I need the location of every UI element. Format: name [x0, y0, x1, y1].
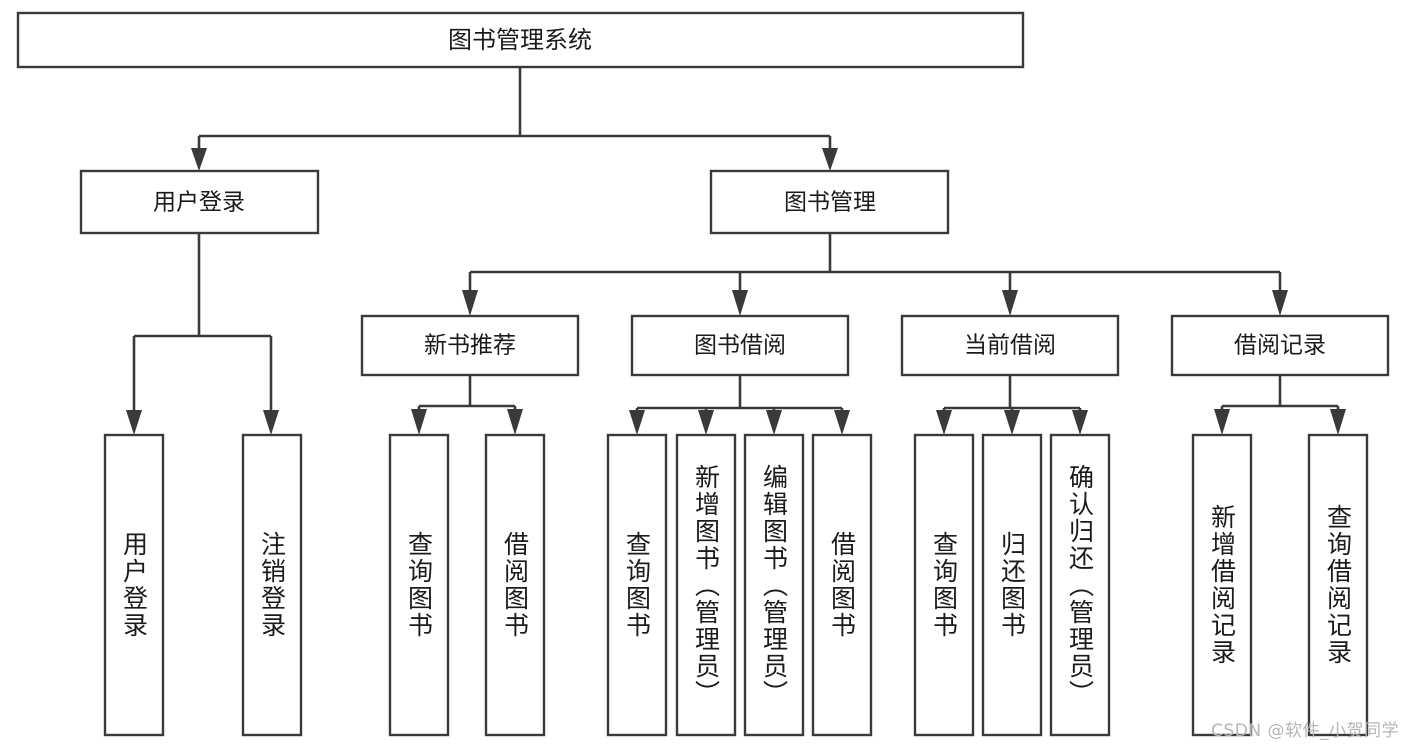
leaf-current-borrow-3[interactable]: 确认归还（管理员） — [1049, 433, 1111, 737]
leaf-book-borrow-2-label: 新增图书（管理员） — [691, 463, 721, 707]
arrow-head-leaf-bookborrow-3 — [766, 410, 782, 435]
connector-group-book-manage — [462, 233, 1288, 316]
leaf-user-login-1-label: 用户登录 — [119, 531, 149, 639]
leaf-new-book-1-box[interactable] — [388, 433, 450, 737]
leaf-borrow-record-1-label: 新增借阅记录 — [1207, 504, 1237, 666]
connector-group-user-login — [126, 233, 279, 435]
leaf-new-book-1-label: 查询图书 — [404, 531, 434, 639]
leaf-book-borrow-3[interactable]: 编辑图书（管理员） — [743, 433, 805, 737]
connector-group-current-borrow — [936, 375, 1088, 435]
leaf-book-borrow-4-box[interactable] — [811, 433, 873, 737]
node-root[interactable]: 图书管理系统 — [16, 11, 1025, 69]
csdn-watermark: CSDN @软件_小贺同学 — [1211, 721, 1399, 741]
leaf-book-borrow-2[interactable]: 新增图书（管理员） — [675, 433, 737, 737]
arrow-head-leaf-bookborrow-1 — [629, 410, 645, 435]
leaf-current-borrow-1-box[interactable] — [913, 433, 975, 737]
node-book-manage-label: 图书管理 — [784, 190, 876, 216]
node-current-borrow-box[interactable] — [900, 314, 1120, 377]
leaf-book-borrow-1-label: 查询图书 — [622, 531, 652, 639]
arrow-head-leaf-borrowrecord-2 — [1330, 409, 1346, 435]
arrow-head-leaf-newbook-1 — [411, 409, 427, 435]
leaf-book-borrow-3-box[interactable] — [743, 433, 805, 737]
leaf-book-borrow-1-box[interactable] — [606, 433, 668, 737]
leaf-book-borrow-1[interactable]: 查询图书 — [606, 433, 668, 737]
node-book-manage-box[interactable] — [709, 169, 950, 235]
node-book-borrow[interactable]: 图书借阅 — [630, 314, 850, 377]
leaf-user-login-2-label: 注销登录 — [257, 531, 287, 639]
node-book-manage[interactable]: 图书管理 — [709, 169, 950, 235]
arrow-head-book-manage — [822, 148, 838, 171]
arrow-head-new-book — [462, 290, 478, 316]
arrow-head-leaf-currentborrow-2 — [1004, 410, 1020, 435]
leaf-borrow-record-2-label: 查询借阅记录 — [1323, 504, 1353, 666]
arrow-head-leaf-bookborrow-2 — [698, 410, 714, 435]
leaf-borrow-record-1-box[interactable] — [1191, 433, 1253, 737]
leaf-new-book-2-box[interactable] — [484, 433, 546, 737]
connector-group-new-book — [411, 375, 523, 435]
arrow-head-leaf-bookborrow-4 — [834, 410, 850, 435]
leaf-current-borrow-3-box[interactable] — [1049, 433, 1111, 737]
connector-group-borrow-record — [1214, 375, 1346, 435]
leaf-user-login-1[interactable]: 用户登录 — [103, 433, 165, 737]
node-user-login[interactable]: 用户登录 — [79, 169, 320, 235]
arrow-head-book-borrow — [732, 290, 748, 316]
arrow-head-borrow-record — [1272, 290, 1288, 316]
leaf-current-borrow-2-box[interactable] — [981, 433, 1043, 737]
node-borrow-record-label: 借阅记录 — [1234, 333, 1326, 359]
arrow-head-user-login — [191, 148, 207, 171]
node-borrow-record[interactable]: 借阅记录 — [1170, 314, 1390, 377]
leaf-current-borrow-3-label: 确认归还（管理员） — [1065, 463, 1095, 707]
node-current-borrow-label: 当前借阅 — [964, 333, 1056, 359]
arrow-head-leaf-user-login-1 — [126, 410, 142, 435]
node-new-book-recommend-box[interactable] — [360, 314, 580, 377]
node-book-borrow-box[interactable] — [630, 314, 850, 377]
leaf-book-borrow-4[interactable]: 借阅图书 — [811, 433, 873, 737]
arrow-head-leaf-newbook-2 — [507, 409, 523, 435]
leaf-new-book-2[interactable]: 借阅图书 — [484, 433, 546, 737]
leaf-book-borrow-2-box[interactable] — [675, 433, 737, 737]
node-borrow-record-box[interactable] — [1170, 314, 1390, 377]
node-current-borrow[interactable]: 当前借阅 — [900, 314, 1120, 377]
leaf-book-borrow-3-label: 编辑图书（管理员） — [759, 463, 789, 707]
node-new-book-recommend-label: 新书推荐 — [424, 333, 516, 359]
connector-group-book-borrow — [629, 375, 850, 435]
leaf-user-login-2-box[interactable] — [241, 433, 303, 737]
leaf-borrow-record-2[interactable]: 查询借阅记录 — [1307, 433, 1369, 737]
leaf-current-borrow-2[interactable]: 归还图书 — [981, 433, 1043, 737]
arrow-head-leaf-currentborrow-3 — [1072, 410, 1088, 435]
connector-group-root — [191, 67, 838, 171]
leaf-new-book-1[interactable]: 查询图书 — [388, 433, 450, 737]
leaf-current-borrow-2-label: 归还图书 — [997, 531, 1027, 639]
arrow-head-current-borrow — [1002, 290, 1018, 316]
leaf-new-book-2-label: 借阅图书 — [500, 531, 530, 639]
leaf-current-borrow-1-label: 查询图书 — [929, 531, 959, 639]
node-user-login-box[interactable] — [79, 169, 320, 235]
node-new-book-recommend[interactable]: 新书推荐 — [360, 314, 580, 377]
leaf-current-borrow-1[interactable]: 查询图书 — [913, 433, 975, 737]
arrow-head-leaf-currentborrow-1 — [936, 410, 952, 435]
leaf-borrow-record-1[interactable]: 新增借阅记录 — [1191, 433, 1253, 737]
node-book-borrow-label: 图书借阅 — [694, 333, 786, 359]
node-root-box[interactable] — [16, 11, 1025, 69]
node-root-label: 图书管理系统 — [448, 26, 592, 54]
arrow-head-leaf-borrowrecord-1 — [1214, 409, 1230, 435]
leaf-book-borrow-4-label: 借阅图书 — [827, 531, 857, 639]
leaf-user-login-2[interactable]: 注销登录 — [241, 433, 303, 737]
leaf-user-login-1-box[interactable] — [103, 433, 165, 737]
arrow-head-leaf-user-login-2 — [263, 410, 279, 435]
leaf-borrow-record-2-box[interactable] — [1307, 433, 1369, 737]
node-user-login-label: 用户登录 — [153, 190, 245, 216]
